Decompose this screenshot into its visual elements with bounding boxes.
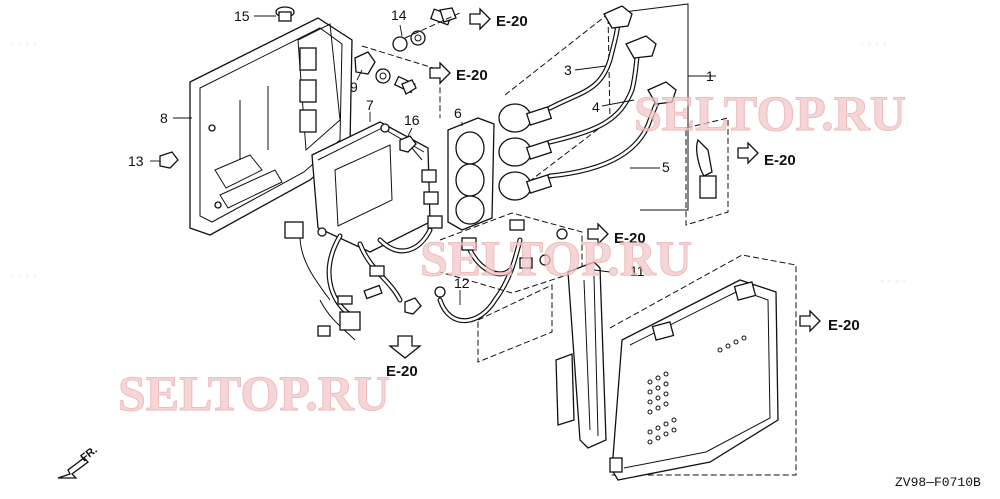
svg-text:◦ ◦ ◦ ◦: ◦ ◦ ◦ ◦ [10,269,37,283]
harness-fasteners [404,286,446,315]
reference-e20-center: E-20 [587,222,646,247]
callout-13: 13 [128,153,144,169]
callout-7: 7 [366,97,374,113]
front-direction-indicator: FR. [57,444,100,479]
hollow-arrow-icon [587,222,609,246]
hollow-arrow-icon [799,309,821,333]
hollow-arrow-icon [429,61,451,85]
svg-text:◦ ◦ ◦ ◦: ◦ ◦ ◦ ◦ [10,37,37,51]
svg-text:◦ ◦ ◦ ◦: ◦ ◦ ◦ ◦ [860,37,887,51]
ecu-wire-harness [284,169,443,341]
coil-holder-part-6 [447,117,495,231]
clip-part-13 [159,151,179,169]
reference-e20-cover: E-20 [799,309,860,334]
reference-e20-bottom: E-20 [386,335,422,380]
dashed-grouping-lines [361,3,797,476]
callout-11: 11 [630,263,645,279]
mounting-plate [189,17,353,236]
reference-e20-right: E-20 [737,141,796,169]
svg-text:◦ ◦ ◦ ◦: ◦ ◦ ◦ ◦ [880,274,907,288]
watermark-middle: SELTOP.RU [420,230,692,286]
hollow-arrow-icon [469,7,491,31]
cable-clip [696,138,717,199]
watermark-bottom-left: SELTOP.RU [118,365,390,421]
hollow-arrow-icon [737,141,759,165]
callout-6: 6 [454,105,462,121]
bolt-washer-group-9 [354,51,417,95]
wire-lead-part-12 [437,219,568,324]
callout-9: 9 [350,79,358,95]
ref-label: E-20 [764,152,796,169]
callout-15: 15 [234,8,250,24]
ref-label: E-20 [828,317,860,334]
ref-label: E-20 [386,363,418,380]
callout-numbers: 1 2 3 4 5 6 7 8 9 11 12 13 14 15 16 [128,7,714,291]
callout-4: 4 [592,99,600,115]
callout-16: 16 [404,112,420,128]
electrical-cover [609,279,779,481]
front-arrow-icon [57,457,89,479]
ref-label: E-20 [456,67,488,84]
wiring-duct-part-11 [555,261,607,449]
callout-5: 5 [662,159,670,175]
callout-8: 8 [160,110,168,126]
reference-e20-top: E-20 [469,7,528,31]
grommet-part-15 [275,6,295,22]
hollow-arrow-icon [388,335,422,359]
watermark-top-right: SELTOP.RU [634,85,906,141]
cover-vent-holes [647,335,747,445]
ref-label: E-20 [614,230,646,247]
watermarks: SELTOP.RU SELTOP.RU SELTOP.RU [118,85,907,422]
diagram-code: ZV98—F0710B [895,475,981,490]
callout-1: 1 [706,68,714,84]
callout-leader-lines [150,15,716,305]
bolt-part-16 [399,135,423,161]
callout-14: 14 [391,7,407,23]
background-watermark: ◦ ◦ ◦ ◦ ◦ ◦ ◦ ◦ ◦ ◦ ◦ ◦ ◦ ◦ ◦ ◦ [10,37,907,288]
bolt-washer-group-14 [392,7,457,52]
callout-3: 3 [564,62,572,78]
reference-e20-upper-mid: E-20 [429,61,488,85]
ignition-coil-assembly [498,5,677,201]
callout-12: 12 [454,275,470,291]
ref-label: E-20 [496,13,528,30]
